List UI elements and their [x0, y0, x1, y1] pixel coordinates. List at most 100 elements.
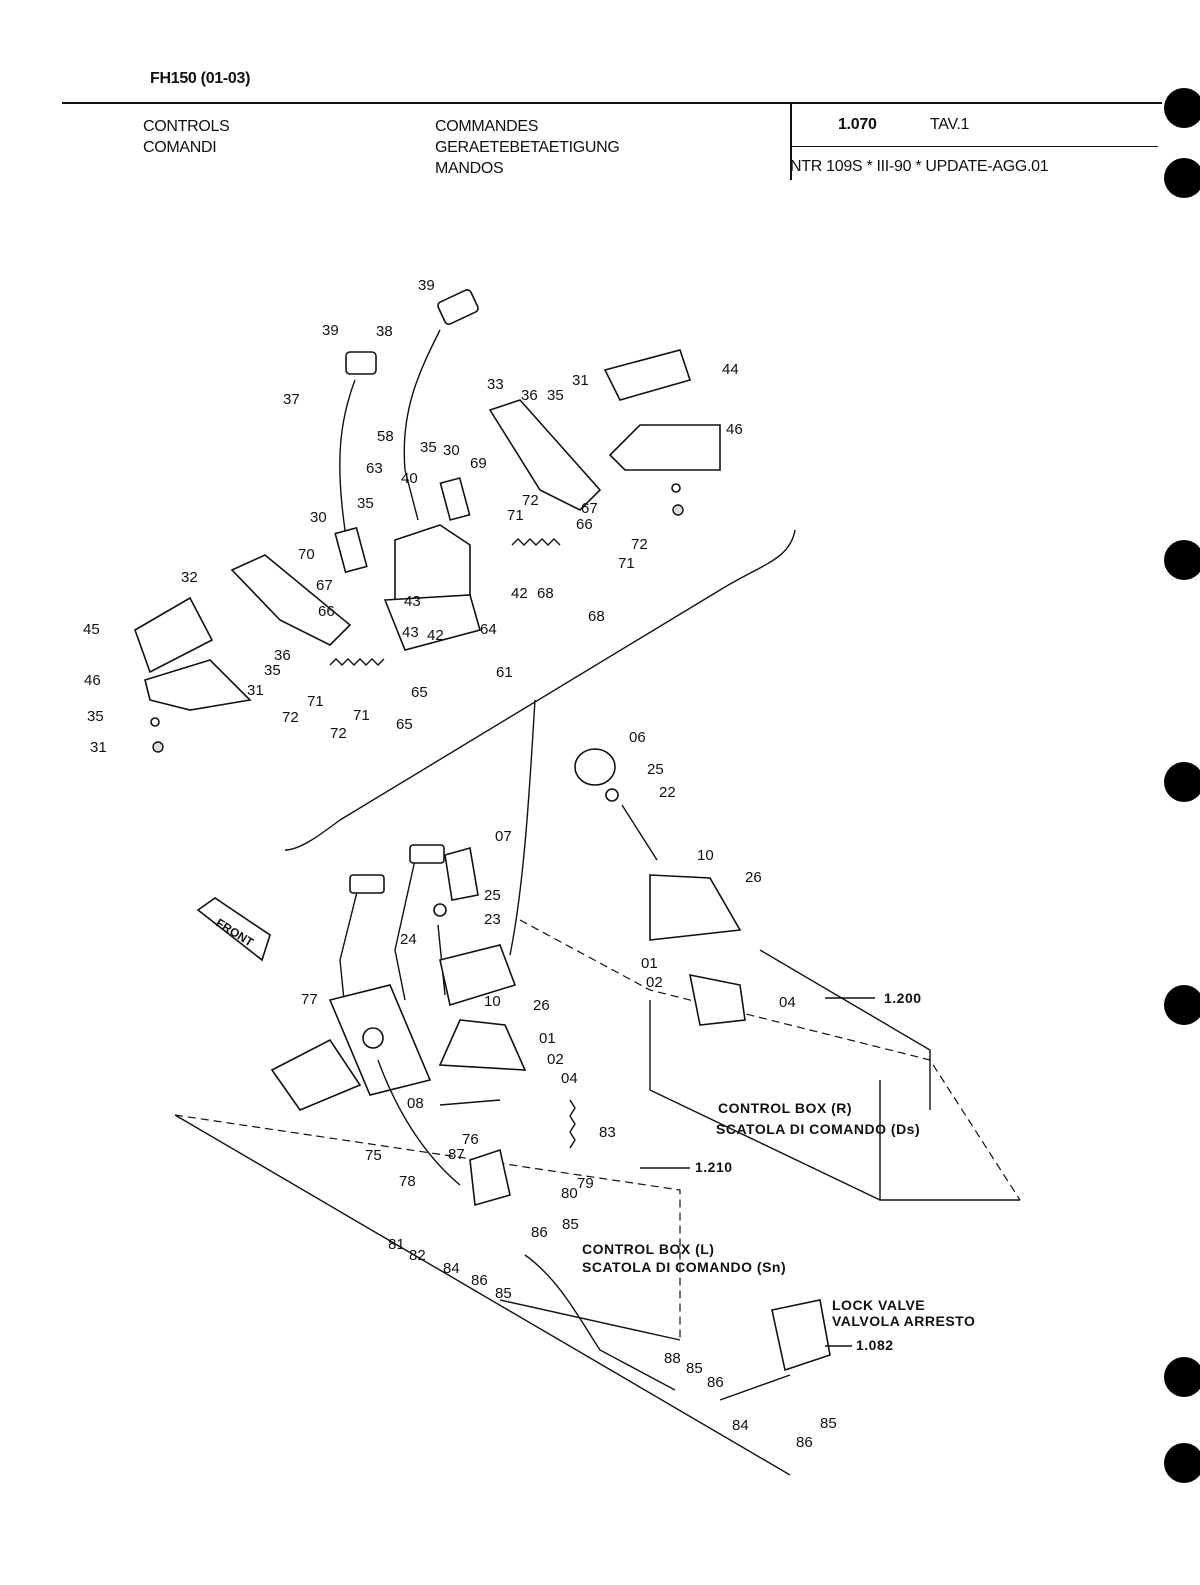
boot-26-right: [649, 874, 742, 941]
callout-68: 68: [588, 608, 605, 625]
callout-82: 82: [409, 1247, 426, 1264]
callout-02: 02: [646, 974, 663, 991]
armrest-45: [134, 596, 214, 674]
grip-39-left: [345, 351, 377, 375]
callout-85: 85: [495, 1285, 512, 1302]
nut-25-left: [433, 903, 447, 917]
callout-72: 72: [522, 492, 539, 509]
ref-1210: 1.210: [695, 1159, 733, 1175]
callout-43: 43: [402, 624, 419, 641]
callout-35: 35: [357, 495, 374, 512]
callout-39: 39: [418, 277, 435, 294]
box-r-en: CONTROL BOX (R): [718, 1100, 852, 1116]
rod-88: [524, 1254, 676, 1391]
lower-control-group: FRONT 1.200 1.210 1.082 CONTROL BOX (R) …: [174, 748, 1021, 1476]
link-line: [509, 699, 536, 956]
control-box-l-edge: [174, 1114, 791, 1476]
nut-31-right: [672, 504, 684, 516]
armrest-44: [603, 349, 692, 401]
header-divider: [790, 102, 792, 180]
callout-31: 31: [572, 372, 589, 389]
callout-22: 22: [659, 784, 676, 801]
callout-37: 37: [283, 391, 300, 408]
callout-32: 32: [181, 569, 198, 586]
callout-78: 78: [399, 1173, 416, 1190]
ref-1082: 1.082: [856, 1337, 894, 1353]
callout-39: 39: [322, 322, 339, 339]
callout-06: 06: [629, 729, 646, 746]
callout-70: 70: [298, 546, 315, 563]
control-box-r-edge: [649, 1000, 1020, 1201]
callout-86: 86: [471, 1272, 488, 1289]
callout-46: 46: [726, 421, 743, 438]
lever-left-outer: [339, 859, 416, 1011]
callout-33: 33: [487, 376, 504, 393]
callout-01: 01: [539, 1030, 556, 1047]
pedal-32: [230, 554, 352, 646]
boot-26-left: [438, 1019, 527, 1071]
control-box-l-outline: [174, 1114, 681, 1340]
title-en: CONTROLS: [143, 118, 230, 135]
callout-02: 02: [547, 1051, 564, 1068]
callout-64: 64: [480, 621, 497, 638]
spring-83: [569, 1099, 576, 1149]
callout-25: 25: [647, 761, 664, 778]
spring-65-right: [511, 538, 561, 546]
title-fr: COMMANDES: [435, 118, 539, 135]
lock-valve: [771, 1299, 831, 1372]
callout-36: 36: [274, 647, 291, 664]
callout-44: 44: [722, 361, 739, 378]
callout-66: 66: [576, 516, 593, 533]
callout-72: 72: [631, 536, 648, 553]
callout-61: 61: [496, 664, 513, 681]
callout-87: 87: [448, 1146, 465, 1163]
knob-07: [444, 846, 479, 901]
callout-26: 26: [745, 869, 762, 886]
callout-65: 65: [396, 716, 413, 733]
linkage-block: [469, 1148, 511, 1207]
plate-46-right: [608, 424, 721, 471]
callout-65: 65: [411, 684, 428, 701]
callout-35: 35: [420, 439, 437, 456]
punch-hole: [1164, 88, 1200, 128]
callout-86: 86: [531, 1224, 548, 1241]
callout-81: 81: [388, 1236, 405, 1253]
punch-hole: [1164, 540, 1200, 580]
callout-35: 35: [264, 662, 281, 679]
lever-37: [339, 379, 356, 561]
callout-84: 84: [443, 1260, 460, 1277]
section-rule: [790, 146, 1158, 147]
plate-46-left: [144, 659, 252, 711]
callout-83: 83: [599, 1124, 616, 1141]
callout-42: 42: [511, 585, 528, 602]
callout-07: 07: [495, 828, 512, 845]
callout-40: 40: [401, 470, 418, 487]
front-arrow: [196, 897, 271, 962]
punch-hole: [1164, 985, 1200, 1025]
callout-42: 42: [427, 627, 444, 644]
punch-hole: [1164, 762, 1200, 802]
nut-31: [152, 741, 164, 753]
callout-71: 71: [353, 707, 370, 724]
callout-36: 36: [521, 387, 538, 404]
shaft-22: [621, 804, 658, 861]
section-number: 1.070: [838, 116, 877, 133]
callout-45: 45: [83, 621, 100, 638]
lock-hose: [719, 1374, 791, 1401]
callout-80: 80: [561, 1185, 578, 1202]
box-l-en: CONTROL BOX (L): [582, 1241, 714, 1257]
lock-it: VALVOLA ARRESTO: [832, 1313, 975, 1329]
nut-25: [605, 788, 619, 802]
callout-31: 31: [90, 739, 107, 756]
rod-08: [439, 1099, 501, 1106]
plate-number: TAV.1: [930, 116, 970, 133]
callout-66: 66: [318, 603, 335, 620]
callout-86: 86: [707, 1374, 724, 1391]
callout-63: 63: [366, 460, 383, 477]
callout-79: 79: [577, 1175, 594, 1192]
callout-67: 67: [581, 500, 598, 517]
bracket-30-right: [439, 477, 471, 521]
control-box-r-top: [759, 949, 931, 1110]
grip-39-right: [437, 289, 479, 325]
